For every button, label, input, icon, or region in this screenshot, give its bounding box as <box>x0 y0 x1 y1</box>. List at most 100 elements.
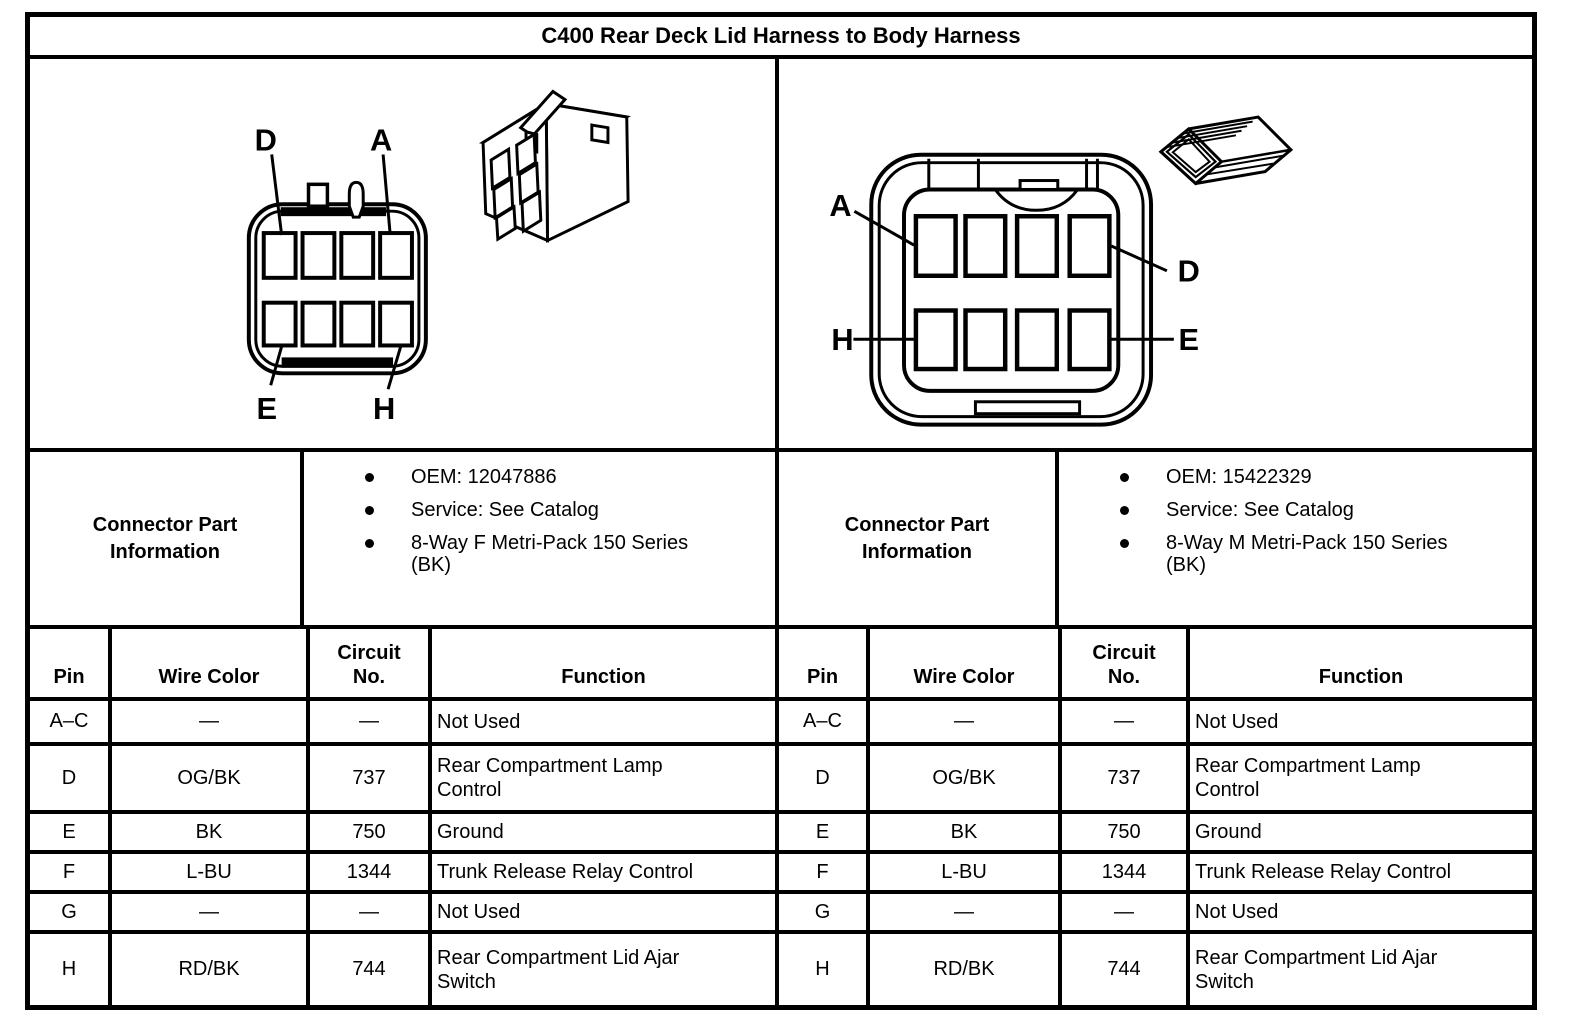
function-header: Function <box>1186 629 1532 701</box>
wire-color-cell: — <box>866 890 1062 934</box>
table-row: G — — Not Used <box>779 890 1532 934</box>
pin-label-a: A <box>829 189 851 224</box>
connector-face-view <box>869 153 1154 427</box>
bullet-icon <box>365 473 374 483</box>
table-row: A–C — — Not Used <box>779 697 1532 746</box>
function-cell: Trunk Release Relay Control <box>1186 850 1532 894</box>
table-row: H RD/BK 744 Rear Compartment Lid Ajar Sw… <box>30 930 775 1005</box>
pin-cavities <box>261 231 414 348</box>
wire-color-cell: BK <box>108 810 310 854</box>
wire-color-cell: — <box>108 890 310 934</box>
part-info-row: Connector Part Information OEM: 12047886… <box>30 452 1532 629</box>
bullet-icon <box>1120 539 1129 549</box>
wire-color-header: Wire Color <box>108 629 310 701</box>
circuit-cell: 744 <box>1058 930 1190 1005</box>
circuit-cell: 750 <box>306 810 432 854</box>
pin-cell: G <box>30 890 112 934</box>
pin-label-e: E <box>1178 322 1199 357</box>
pin-label-h: H <box>373 391 395 426</box>
pin-cell: E <box>30 810 112 854</box>
pin-label-a: A <box>370 123 392 158</box>
pin-label-h: H <box>831 322 853 357</box>
pin-label-e: E <box>256 391 277 426</box>
function-cell: Rear Compartment Lid Ajar Switch <box>1186 930 1532 1005</box>
circuit-cell: 1344 <box>306 850 432 894</box>
circuit-cell: — <box>306 890 432 934</box>
title-bar: C400 Rear Deck Lid Harness to Body Harne… <box>30 17 1532 60</box>
pinout-table-left: Pin Wire Color Circuit No. Function A–C … <box>30 629 775 1005</box>
table-row: E BK 750 Ground <box>779 810 1532 854</box>
wire-color-cell: BK <box>866 810 1062 854</box>
female-connector-drawing: D A E H <box>246 89 631 426</box>
pin-cell: A–C <box>30 697 112 746</box>
part-info-label-left: Connector Part Information <box>30 452 304 625</box>
function-cell: Rear Compartment Lamp Control <box>1186 742 1532 814</box>
page-title: C400 Rear Deck Lid Harness to Body Harne… <box>541 23 1021 49</box>
table-row: G — — Not Used <box>30 890 775 934</box>
bullet-icon <box>1120 506 1129 516</box>
wire-color-cell: RD/BK <box>108 930 310 1005</box>
list-item: Service: See Catalog <box>365 499 775 521</box>
bullet-icon <box>365 506 374 516</box>
rib-lines <box>1166 120 1284 176</box>
bullet-icon <box>1120 473 1129 483</box>
connector-sheet: C400 Rear Deck Lid Harness to Body Harne… <box>25 12 1537 1010</box>
part-info-details-left: OEM: 12047886 Service: See Catalog 8-Way… <box>304 452 779 625</box>
function-cell: Ground <box>1186 810 1532 854</box>
function-cell: Trunk Release Relay Control <box>428 850 775 894</box>
pin-cavities <box>913 214 1112 372</box>
function-cell: Not Used <box>428 697 775 746</box>
connector-3d-view <box>1158 115 1294 186</box>
lock-pin <box>347 181 365 219</box>
pin-header: Pin <box>30 629 112 701</box>
leader-lines <box>269 154 403 390</box>
pinout-table-right-wrap: Pin Wire Color Circuit No. Function A–C … <box>779 629 1532 1005</box>
function-cell: Ground <box>428 810 775 854</box>
connector-3d-view <box>478 89 631 244</box>
list-item: 8-Way M Metri-Pack 150 Series (BK) <box>1120 532 1532 576</box>
pin-cell: F <box>779 850 870 894</box>
wire-color-cell: — <box>866 697 1062 746</box>
bullet-icon <box>365 539 374 549</box>
pin-cell: A–C <box>779 697 870 746</box>
pin-header: Pin <box>779 629 870 701</box>
pin-cell: H <box>30 930 112 1005</box>
function-cell: Rear Compartment Lid Ajar Switch <box>428 930 775 1005</box>
pinout-table-right: Pin Wire Color Circuit No. Function A–C … <box>779 629 1532 1005</box>
function-cell: Not Used <box>1186 697 1532 746</box>
pinout-tables: Pin Wire Color Circuit No. Function A–C … <box>30 629 1532 1005</box>
function-cell: Rear Compartment Lamp Control <box>428 742 775 814</box>
part-info-details-right: OEM: 15422329 Service: See Catalog 8-Way… <box>1059 452 1532 625</box>
circuit-cell: 750 <box>1058 810 1190 854</box>
list-item: OEM: 15422329 <box>1120 466 1532 488</box>
table-row: F L-BU 1344 Trunk Release Relay Control <box>30 850 775 894</box>
latch-opening <box>994 188 1079 213</box>
pin-cell: D <box>30 742 112 814</box>
function-cell: Not Used <box>428 890 775 934</box>
wire-color-cell: — <box>108 697 310 746</box>
pin-cell: F <box>30 850 112 894</box>
circuit-cell: 744 <box>306 930 432 1005</box>
pin-cell: H <box>779 930 870 1005</box>
list-item: OEM: 12047886 <box>365 466 775 488</box>
circuit-cell: — <box>306 697 432 746</box>
pin-cell: D <box>779 742 870 814</box>
pinout-table-left-wrap: Pin Wire Color Circuit No. Function A–C … <box>30 629 779 1005</box>
table-row: A–C — — Not Used <box>30 697 775 746</box>
male-connector-diagram: A D H E <box>779 59 1532 448</box>
pin-label-d: D <box>255 123 277 158</box>
female-connector-diagram: D A E H <box>30 59 779 449</box>
wire-color-cell: RD/BK <box>866 930 1062 1005</box>
male-connector-drawing: A D H E <box>829 115 1294 427</box>
table-row: F L-BU 1344 Trunk Release Relay Control <box>779 850 1532 894</box>
wire-color-cell: L-BU <box>108 850 310 894</box>
pin-label-d: D <box>1178 254 1200 289</box>
circuit-no-header: Circuit No. <box>306 629 432 701</box>
list-item: Service: See Catalog <box>1120 499 1532 521</box>
diagram-row: D A E H <box>30 59 1532 453</box>
table-header-row: Pin Wire Color Circuit No. Function <box>30 629 775 701</box>
function-header: Function <box>428 629 775 701</box>
table-header-row: Pin Wire Color Circuit No. Function <box>779 629 1532 701</box>
circuit-no-header: Circuit No. <box>1058 629 1190 701</box>
table-row: E BK 750 Ground <box>30 810 775 854</box>
